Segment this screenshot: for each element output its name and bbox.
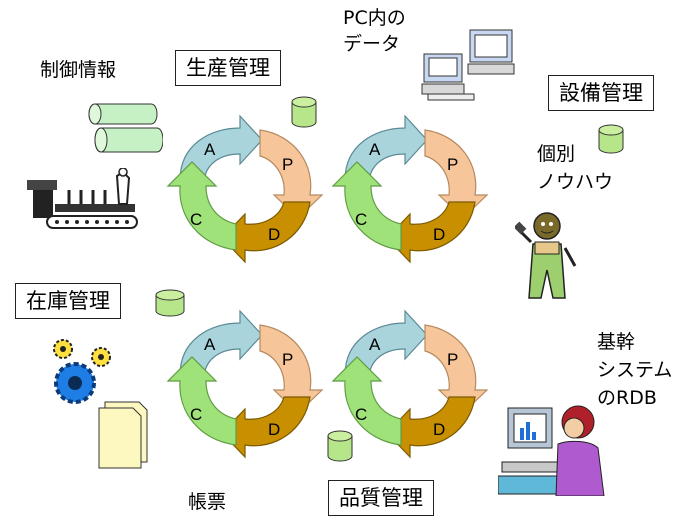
database-cylinder-icon — [155, 289, 185, 317]
arrow-c — [166, 161, 237, 251]
pdca-cycle-hinshitsu: A P D C — [331, 305, 489, 459]
factory-line-icon — [27, 168, 138, 229]
pc-data-line1: PC内の — [343, 7, 406, 29]
pdca-cycle-seisan: A P D C — [166, 110, 324, 264]
letter-c: C — [190, 210, 202, 229]
setsubi-kanri-label: 設備管理 — [559, 81, 643, 105]
kikan-line2: システム — [597, 359, 673, 381]
pdca-cycle-graphic: A P D C — [331, 309, 489, 459]
database-cylinder-icon — [327, 430, 353, 462]
arrow-p — [259, 129, 324, 219]
chohyo-text: 帳票 — [188, 491, 227, 513]
pdca-cycle-zaiko: A P D C — [166, 305, 324, 459]
pdca-cycle-graphic: A P D C — [331, 114, 489, 264]
computer-icon — [421, 29, 515, 101]
arrow-a — [179, 114, 263, 185]
kikan-line3: のRDB — [597, 387, 657, 409]
gears-icon — [53, 339, 111, 404]
letter-d: D — [268, 225, 280, 244]
seisan-kanri-label: 生産管理 — [186, 56, 270, 80]
kobetsu-line2: ノウハウ — [537, 171, 614, 193]
paper-forms-icon — [98, 401, 148, 469]
letter-p: P — [447, 155, 458, 174]
letter-p: P — [282, 155, 293, 174]
paper-scroll-icon — [88, 103, 163, 153]
database-cylinder-icon — [598, 124, 624, 154]
pdca-cycle-graphic: A P D C — [166, 309, 324, 459]
zaiko-kanri-label: 在庫管理 — [26, 289, 110, 313]
zaiko-kanri-box: 在庫管理 — [15, 283, 121, 319]
seigyo-joho-text: 制御情報 — [40, 59, 117, 81]
letter-a: A — [204, 335, 216, 354]
pdca-cycle-graphic: A P D C — [166, 114, 324, 264]
letter-p: P — [282, 350, 293, 369]
letter-d: D — [433, 225, 445, 244]
arrow-p — [424, 129, 489, 219]
arrow-c — [331, 161, 402, 251]
kikan-line1: 基幹 — [597, 331, 636, 353]
arrow-p — [424, 324, 489, 414]
hinshitsu-kanri-label: 品質管理 — [339, 486, 423, 510]
arrow-p — [259, 324, 324, 414]
seisan-kanri-box: 生産管理 — [175, 50, 281, 86]
pdca-cycle-setsubi: A P D C — [331, 110, 489, 264]
letter-c: C — [355, 405, 367, 424]
arrow-a — [344, 114, 428, 185]
worker-icon — [515, 212, 577, 299]
pc-data-line2: データ — [343, 33, 401, 55]
setsubi-kanri-box: 設備管理 — [548, 75, 654, 111]
letter-p: P — [447, 350, 458, 369]
letter-d: D — [268, 420, 280, 439]
arrow-c — [166, 356, 237, 446]
letter-a: A — [369, 140, 381, 159]
letter-d: D — [433, 420, 445, 439]
kobetsu-line1: 個別 — [537, 143, 576, 165]
letter-c: C — [190, 405, 202, 424]
arrow-c — [331, 356, 402, 446]
letter-c: C — [355, 210, 367, 229]
woman-at-computer-icon — [498, 405, 605, 496]
arrow-a — [179, 309, 263, 380]
letter-a: A — [369, 335, 381, 354]
hinshitsu-kanri-box: 品質管理 — [328, 480, 434, 516]
database-cylinder-icon — [291, 96, 317, 128]
letter-a: A — [204, 140, 216, 159]
arrow-a — [344, 309, 428, 380]
